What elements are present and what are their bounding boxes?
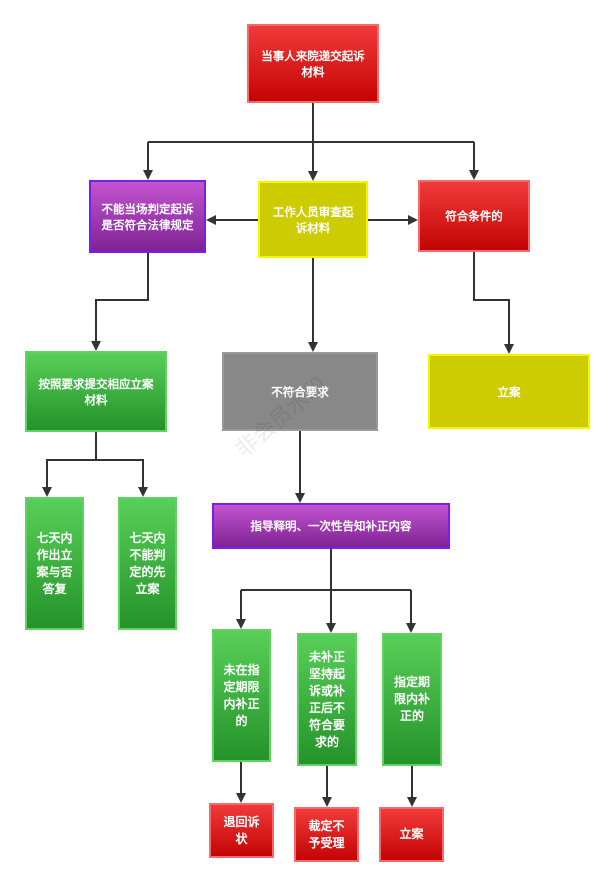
connector xyxy=(91,253,149,351)
connector xyxy=(42,432,97,497)
node-seven-days-file: 七天内不能判定的先立案 xyxy=(118,497,177,630)
node-return-complaint: 退回诉状 xyxy=(209,803,274,858)
node-submit: 当事人来院递交起诉材料 xyxy=(247,24,379,103)
node-not-corrected-in-time: 未在指定期限内补正的 xyxy=(212,629,271,762)
node-seven-days-reply: 七天内作出立案与否答复 xyxy=(25,497,84,630)
node-qualified: 符合条件的 xyxy=(418,180,530,252)
node-guide: 指导释明、一次性告知补正内容 xyxy=(212,503,450,549)
node-insist-or-fail: 未补正坚持起诉或补正后不符合要求的 xyxy=(297,633,357,766)
node-file-case-bottom: 立案 xyxy=(379,807,444,862)
node-cannot-judge: 不能当场判定起诉是否符合法律规定 xyxy=(89,180,206,253)
node-rule-not-accept: 裁定不予受理 xyxy=(294,807,359,862)
connector xyxy=(96,459,148,497)
node-review: 工作人员审查起诉材料 xyxy=(258,181,368,258)
node-submit-materials: 按照要求提交相应立案材料 xyxy=(25,351,167,432)
connector xyxy=(473,252,514,354)
node-file-case-right: 立案 xyxy=(428,354,590,429)
node-corrected-in-time: 指定期限内补正的 xyxy=(382,633,442,766)
node-not-meet: 不符合要求 xyxy=(222,352,378,431)
